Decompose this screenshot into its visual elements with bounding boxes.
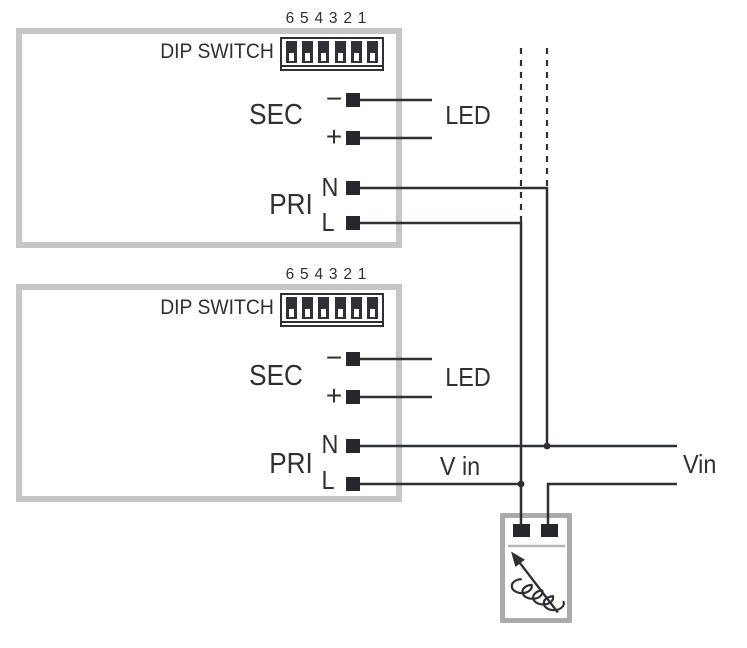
neutral-terminal-label: N	[321, 172, 339, 202]
dip-switch-divider	[282, 65, 382, 67]
arrow-head	[511, 551, 525, 568]
dimmer-terminal-left	[513, 524, 530, 537]
neutral-terminal-label: N	[321, 429, 339, 459]
neutral-terminal-1	[346, 181, 360, 195]
wire-neutral-1	[359, 186, 549, 446]
minus-terminal-label: −	[325, 342, 343, 373]
dip-switch-divider	[282, 321, 382, 323]
minus-terminal-label: −	[325, 83, 343, 114]
dip-numbers-label: 6 5 4 3 2 1	[285, 266, 367, 283]
dip-switch-notch	[337, 53, 343, 61]
line-terminal-label: L	[321, 465, 335, 495]
dip-switch-cell	[318, 41, 330, 63]
wire-vin	[546, 482, 677, 528]
dip-switch-cell	[350, 41, 362, 63]
sec-label: SEC	[249, 360, 303, 392]
v-in-label: V in	[439, 451, 481, 481]
arrow-shaft	[516, 559, 559, 614]
led-label: LED	[445, 100, 491, 130]
dip-switch-cell	[286, 297, 297, 319]
plus-terminal-label: +	[325, 121, 343, 152]
line-terminal-1	[346, 216, 360, 230]
pri-label: PRI	[269, 448, 313, 480]
dip-switch-icon	[280, 37, 384, 71]
dip-switch-notch	[321, 53, 327, 61]
line-terminal-2	[346, 477, 360, 491]
dip-switch-notch	[369, 309, 375, 317]
dip-switch-cell	[334, 297, 346, 319]
junction-dot-line	[517, 480, 525, 488]
plus-terminal-1	[346, 131, 360, 145]
dip-switch-cell	[334, 41, 346, 63]
dip-switch-notch	[369, 53, 375, 61]
dip-numbers-label: 6 5 4 3 2 1	[285, 10, 367, 27]
dip-switch-notch	[305, 309, 311, 317]
potentiometer-coil-icon	[510, 578, 565, 612]
dip-switch-notch	[337, 309, 343, 317]
plus-terminal-label: +	[325, 380, 343, 411]
led-label: LED	[445, 362, 491, 392]
line-terminal-label: L	[321, 207, 335, 237]
dip-switch-notch	[353, 309, 359, 317]
dimmer-box	[500, 513, 572, 623]
dimmer-arrow-icon	[510, 551, 565, 614]
dip-switch-row	[286, 297, 378, 319]
dip-switch-cell	[366, 297, 378, 319]
vin-label: Vin	[683, 449, 717, 479]
dip-switch-cell	[318, 297, 330, 319]
pri-label: PRI	[269, 189, 313, 221]
dip-switch-notch	[289, 309, 294, 317]
dip-switch-label: DIP SWITCH	[160, 295, 274, 319]
neutral-terminal-2	[346, 439, 360, 453]
dip-switch-cell	[350, 297, 362, 319]
dip-switch-row	[286, 41, 378, 63]
wire-line-1	[359, 221, 523, 528]
dimmer-terminal-right	[541, 524, 558, 537]
dip-switch-notch	[289, 53, 294, 61]
dip-switch-notch	[353, 53, 359, 61]
minus-terminal-2	[346, 352, 360, 366]
dip-switch-cell	[302, 41, 314, 63]
dip-switch-cell	[366, 41, 378, 63]
minus-terminal-1	[346, 93, 360, 107]
junction-dot-neutral	[543, 442, 551, 450]
dip-switch-icon	[280, 293, 384, 327]
plus-terminal-2	[346, 390, 360, 404]
dip-switch-notch	[321, 309, 327, 317]
sec-label: SEC	[249, 99, 303, 131]
dip-switch-cell	[302, 297, 314, 319]
dip-switch-label: DIP SWITCH	[160, 39, 274, 63]
dip-switch-notch	[305, 53, 311, 61]
dip-switch-cell	[286, 41, 297, 63]
